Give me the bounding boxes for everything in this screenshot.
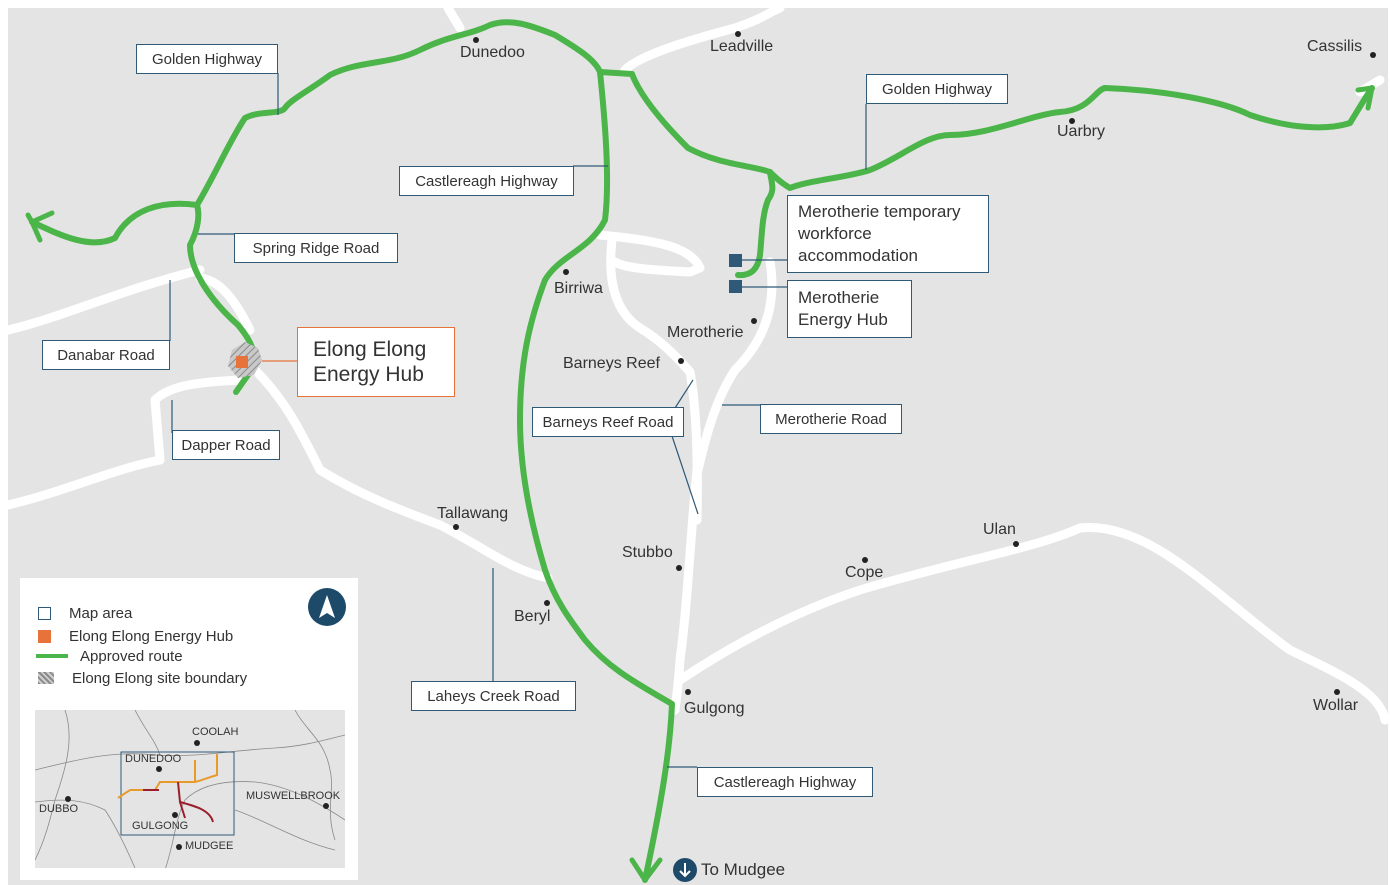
roads	[3, 3, 1390, 725]
label-elong-elong-energy-hub: Elong Elong Energy Hub	[297, 327, 455, 397]
label-golden-highway-east: Golden Highway	[866, 74, 1008, 104]
approved-route	[25, 19, 1375, 883]
town-merotherie: Merotherie	[667, 324, 744, 341]
legend-item-map-area: Map area	[38, 603, 132, 623]
inset-mudgee: MUDGEE	[185, 840, 234, 852]
square-outline-icon	[38, 606, 51, 620]
label-castlereagh-highway-south: Castlereagh Highway	[697, 767, 873, 797]
town-gulgong: Gulgong	[684, 700, 745, 717]
town-tallawang: Tallawang	[437, 505, 509, 522]
label-danabar-road: Danabar Road	[42, 340, 170, 370]
town-beryl: Beryl	[514, 608, 551, 625]
town-uarbry: Uarbry	[1057, 123, 1106, 140]
label-barneys-reef-road: Barneys Reef Road	[532, 407, 684, 437]
town-dunedoo: Dunedoo	[460, 44, 525, 61]
to-mudgee: To Mudgee	[673, 858, 785, 882]
town-stubbo: Stubbo	[622, 544, 673, 561]
inset-muswellbrook: MUSWELLBROOK	[246, 790, 341, 802]
inset-map: COOLAH DUNEDOO DUBBO MUSWELLBROOK GULGON…	[35, 710, 345, 868]
inset-gulgong: GULGONG	[132, 820, 189, 832]
town-wollar: Wollar	[1313, 697, 1359, 714]
label-spring-ridge-road: Spring Ridge Road	[234, 233, 398, 263]
label-merotherie-energy-hub: Merotherie Energy Hub	[787, 280, 912, 338]
square-filled-icon	[38, 629, 51, 643]
town-dots	[453, 31, 1376, 695]
workforce-accommodation-marker	[729, 254, 742, 267]
label-workforce-accommodation: Merotherie temporary workforce accommoda…	[787, 195, 989, 273]
legend-item-site-boundary: Elong Elong site boundary	[38, 668, 247, 688]
inset-dubbo: DUBBO	[39, 803, 79, 815]
legend: Map area Elong Elong Energy Hub Approved…	[20, 578, 358, 880]
town-leadville: Leadville	[710, 38, 774, 55]
legend-item-approved-route: Approved route	[36, 646, 183, 666]
town-birriwa: Birriwa	[554, 280, 603, 297]
hatch-icon	[38, 672, 54, 684]
leader-lines	[169, 73, 867, 768]
label-golden-highway-west: Golden Highway	[136, 44, 278, 74]
town-barneys-reef: Barneys Reef	[563, 355, 660, 372]
label-dapper-road: Dapper Road	[172, 430, 280, 460]
town-ulan: Ulan	[983, 521, 1016, 538]
north-arrow-icon	[308, 588, 346, 626]
label-merotherie-road: Merotherie Road	[760, 404, 902, 434]
route-line-icon	[36, 654, 68, 658]
town-cope: Cope	[845, 564, 884, 581]
legend-item-elong-hub: Elong Elong Energy Hub	[38, 626, 233, 646]
merotherie-hub-marker	[729, 280, 742, 293]
town-cassilis: Cassilis	[1307, 38, 1363, 55]
label-castlereagh-highway-north: Castlereagh Highway	[399, 166, 574, 196]
elong-hub-marker	[236, 356, 248, 368]
label-laheys-creek-road: Laheys Creek Road	[411, 681, 576, 711]
inset-dunedoo: DUNEDOO	[125, 753, 182, 765]
arrow-down-icon	[673, 858, 697, 882]
inset-coolah: COOLAH	[192, 726, 239, 738]
to-mudgee-label: To Mudgee	[701, 860, 786, 879]
